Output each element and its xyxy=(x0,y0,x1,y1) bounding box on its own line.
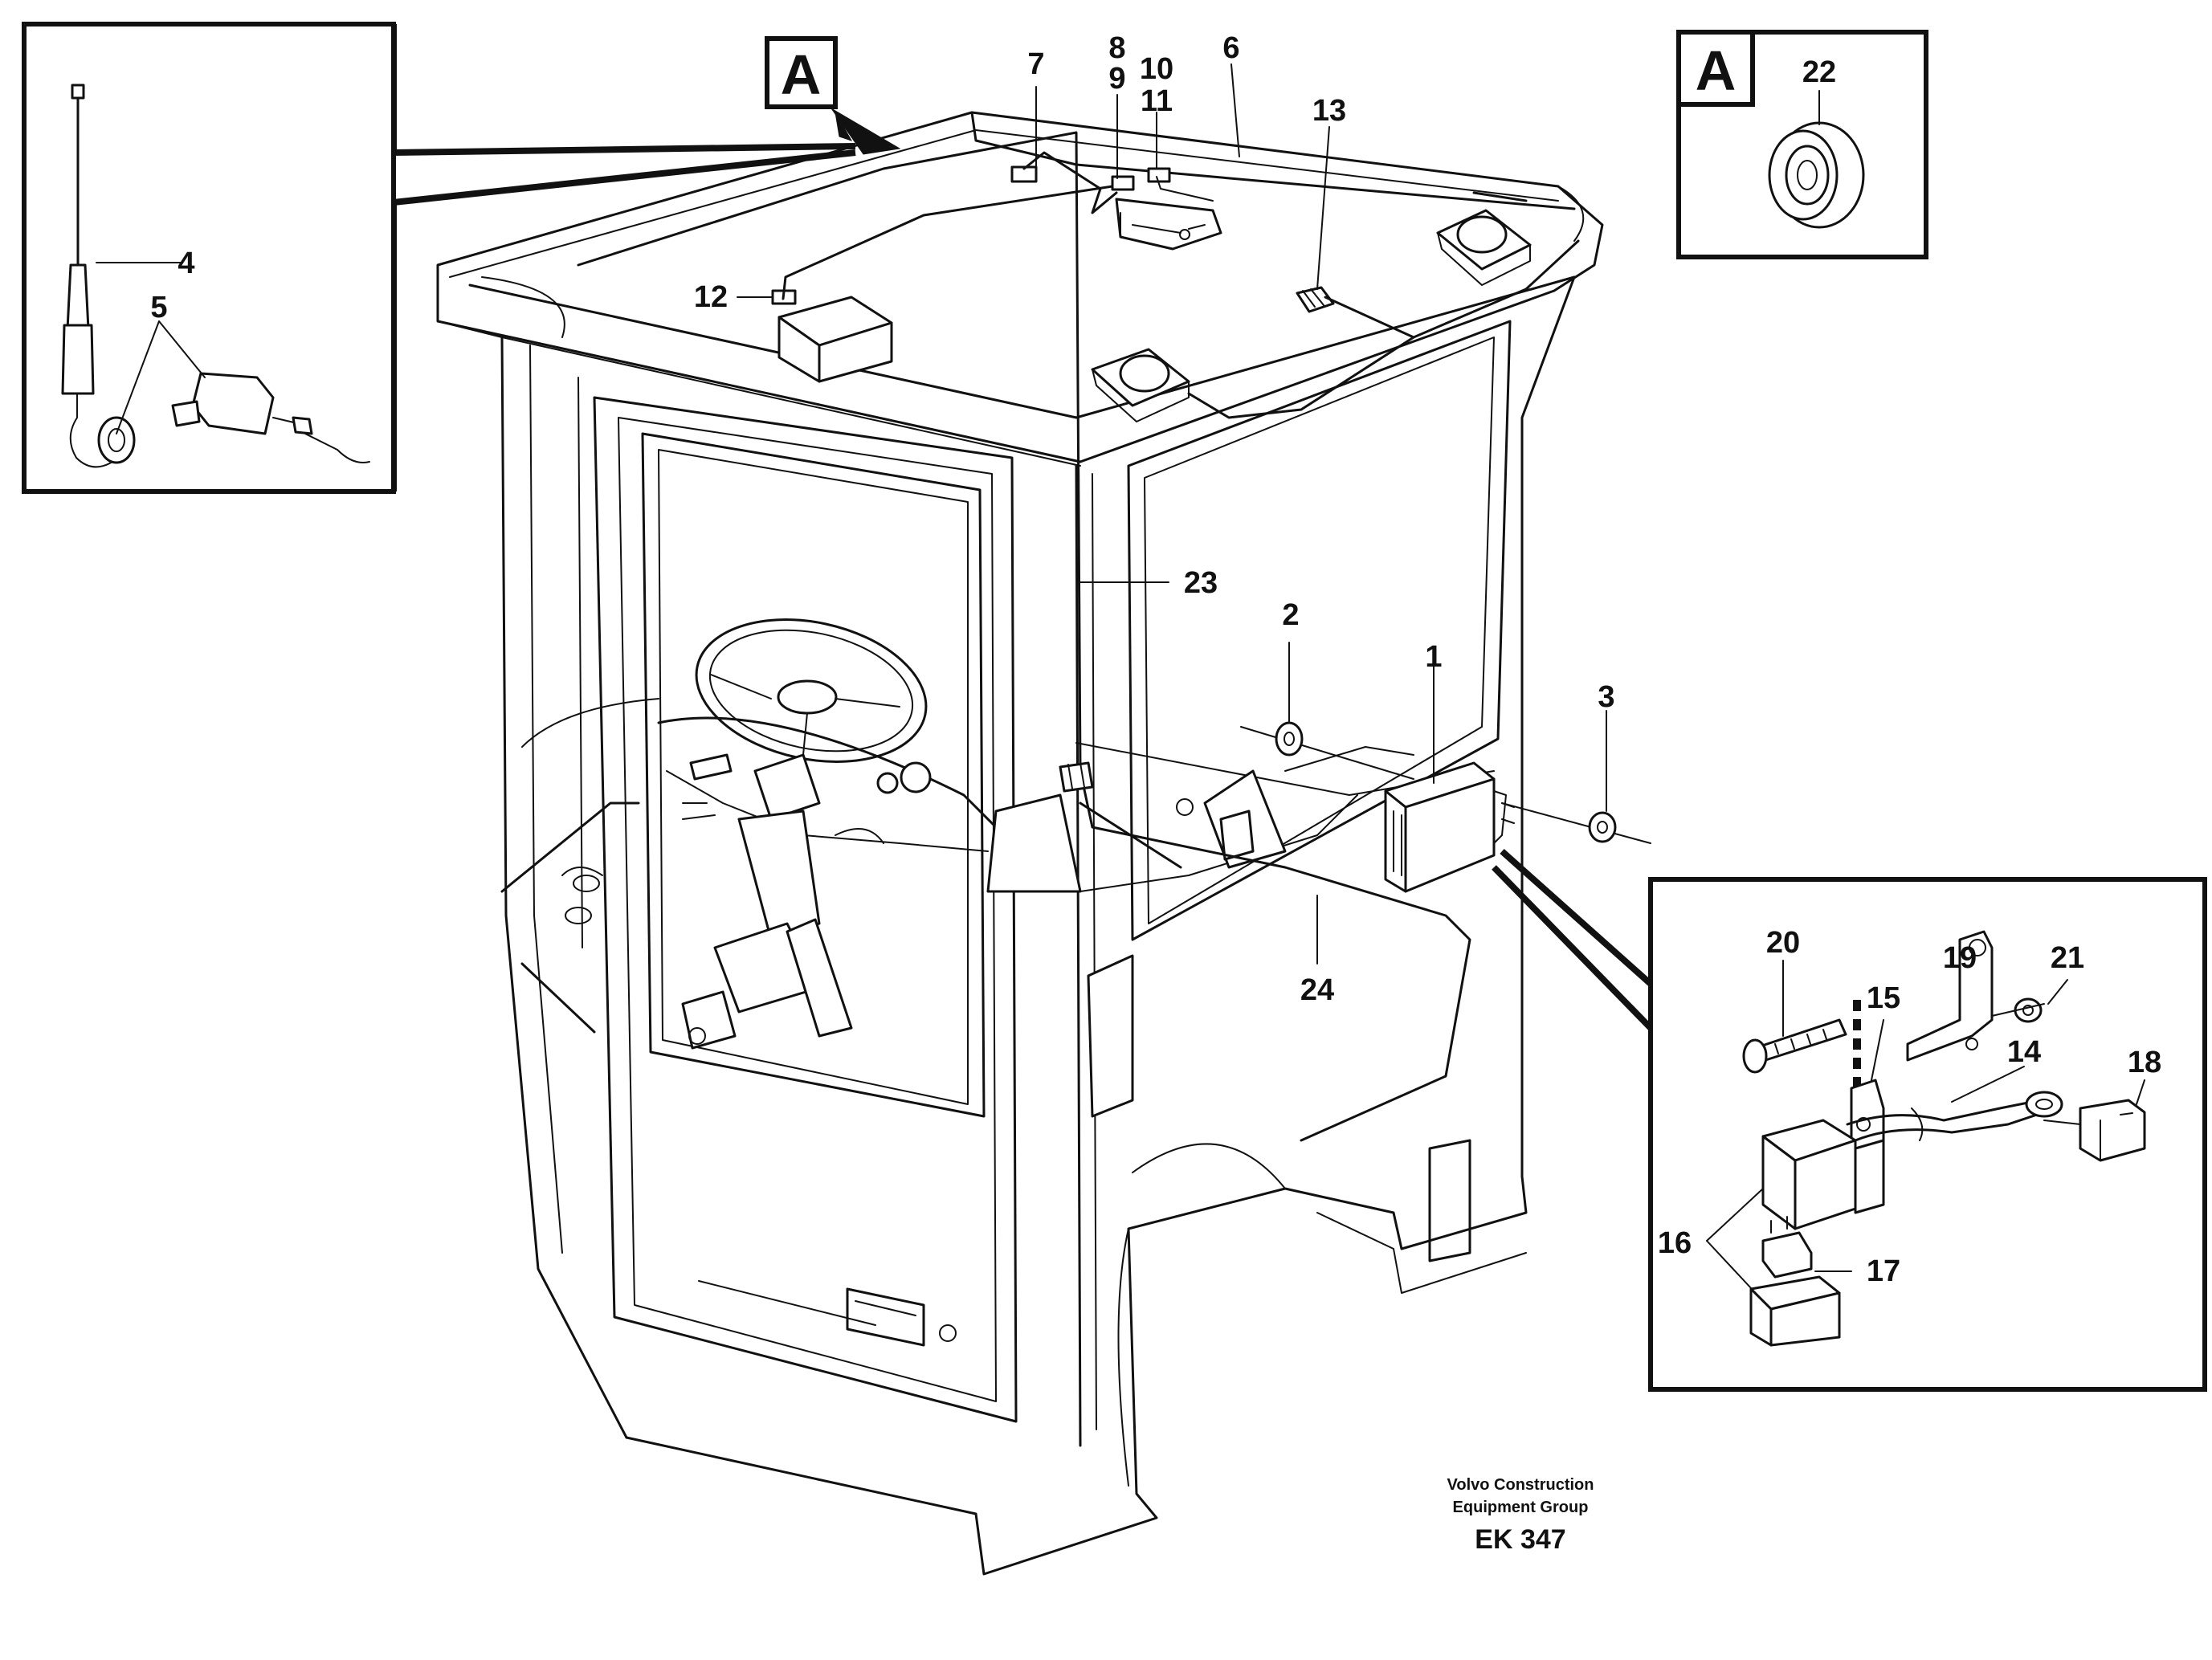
label-12: 12 xyxy=(694,280,728,314)
label-24: 24 xyxy=(1300,973,1334,1007)
cab-body xyxy=(436,111,1604,1576)
label-20: 20 xyxy=(1766,926,1800,960)
wiring-harness xyxy=(521,131,1580,1142)
section-marker-main-text: A xyxy=(781,43,822,106)
grommet-part-22 xyxy=(1768,121,1865,229)
section-marker-main: A xyxy=(765,36,838,109)
figure-code: EK 347 xyxy=(1475,1524,1565,1555)
section-marker-detail: A xyxy=(1696,39,1737,102)
roof-control-box xyxy=(777,296,893,383)
label-17: 17 xyxy=(1867,1254,1900,1288)
antenna-cable-connector xyxy=(1296,286,1335,313)
nut-part-3 xyxy=(1501,802,1651,844)
credit-block: Volvo Construction Equipment Group EK 34… xyxy=(1447,1476,1594,1555)
label-3: 3 xyxy=(1598,680,1614,714)
relay-detail xyxy=(1742,930,2146,1347)
label-11: 11 xyxy=(1141,84,1173,118)
label-9: 9 xyxy=(1108,62,1125,96)
label-16: 16 xyxy=(1658,1226,1692,1260)
speaker-right xyxy=(1436,209,1532,286)
label-10: 10 xyxy=(1140,52,1173,86)
label-22: 22 xyxy=(1802,55,1836,89)
converter-unit xyxy=(1384,761,1515,893)
label-19: 19 xyxy=(1943,941,1977,975)
label-4: 4 xyxy=(178,247,194,280)
harness-plug xyxy=(1059,761,1094,793)
antenna-detail xyxy=(61,84,370,468)
section-marker-detail-text: A xyxy=(1696,39,1737,102)
label-8: 8 xyxy=(1108,31,1125,65)
label-14: 14 xyxy=(2007,1035,2041,1069)
label-21: 21 xyxy=(2051,941,2084,975)
credit-line-2: Equipment Group xyxy=(1453,1499,1589,1516)
label-7: 7 xyxy=(1027,47,1044,81)
label-13: 13 xyxy=(1312,94,1346,128)
leader-lines xyxy=(96,63,2145,1302)
credit-line-1: Volvo Construction xyxy=(1447,1476,1594,1494)
steering-wheel xyxy=(695,618,928,763)
control-console xyxy=(986,742,1495,893)
radio-unit xyxy=(1115,198,1222,251)
dashboard xyxy=(657,716,998,1050)
label-18: 18 xyxy=(2128,1046,2161,1079)
label-2: 2 xyxy=(1282,598,1299,632)
speaker-left xyxy=(1091,348,1190,422)
label-23: 23 xyxy=(1184,566,1218,600)
relay-detail-lines xyxy=(1492,849,1653,1030)
label-5: 5 xyxy=(150,291,167,324)
part-number-labels: 1 2 3 4 5 6 7 8 9 10 11 12 13 14 15 16 1… xyxy=(150,31,2161,1288)
label-15: 15 xyxy=(1867,981,1900,1015)
label-1: 1 xyxy=(1425,640,1442,674)
label-6: 6 xyxy=(1222,31,1239,65)
